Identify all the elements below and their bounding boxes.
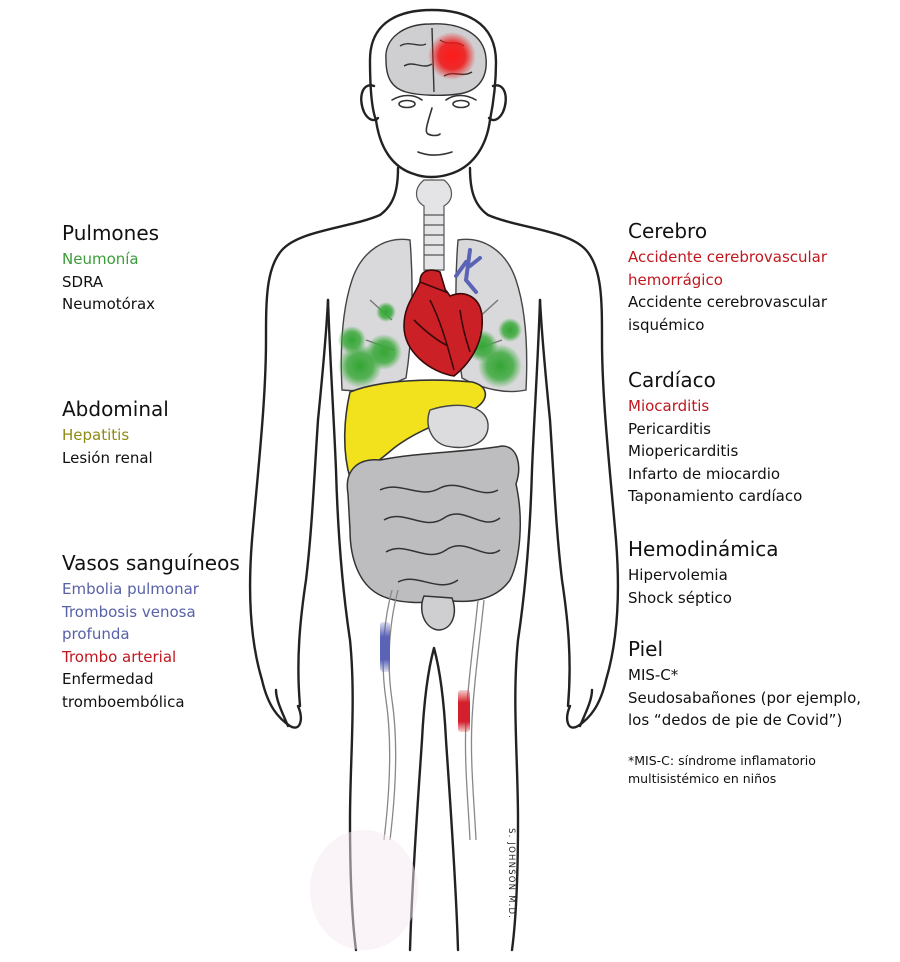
stomach (427, 404, 489, 449)
trachea (415, 179, 453, 271)
list-piel: MIS-C* Seudosabañones (por ejemplo, los “d… (628, 664, 861, 732)
heading-vasos: Vasos sanguíneos (62, 551, 240, 575)
condition-item: MIS-C* (628, 666, 679, 684)
condition-item: Accidente cerebrovascular (628, 248, 828, 266)
condition-item: Hepatitis (62, 426, 130, 444)
condition-item: Enfermedad (62, 670, 154, 688)
pulmonary-vessel (454, 248, 482, 294)
condition-item: Embolia pulmonar (62, 580, 199, 598)
intestines (346, 445, 521, 631)
deep-vein-thrombosis-mark (380, 622, 390, 672)
heading-abdominal: Abdominal (62, 397, 169, 421)
heart (403, 269, 484, 377)
condition-item: SDRA (62, 272, 104, 291)
condition-item: Neumonía (62, 250, 139, 268)
heading-pulmones: Pulmones (62, 221, 160, 245)
condition-item: los “dedos de pie de Covid”) (628, 711, 843, 729)
condition-item: Pericarditis (628, 419, 711, 438)
heading-cardiaco: Cardíaco (628, 368, 716, 392)
condition-item: Trombo arterial (62, 647, 177, 666)
artist-signature: S. JOHNSON M.D. (506, 828, 516, 920)
condition-item: tromboembólica (62, 692, 185, 711)
condition-item: Shock séptico (628, 588, 732, 607)
section-piel: Piel MIS-C* Seudosabañones (por ejemplo, l… (628, 636, 861, 732)
condition-item: Infarto de miocardio (628, 464, 781, 483)
heading-hemodinamica: Hemodinámica (628, 537, 779, 561)
arterial-thrombus-mark (458, 690, 470, 732)
leg-vessels (382, 589, 485, 841)
footnote-line-1: *MIS-C: síndrome inflamatorio (628, 753, 816, 768)
heading-piel: Piel (628, 637, 664, 661)
footnote: *MIS-C: síndrome inflamatorio multisisté… (628, 752, 816, 788)
condition-item: hemorrágico (628, 270, 723, 289)
condition-item: isquémico (628, 315, 705, 334)
condition-item: Hipervolemia (628, 566, 728, 584)
section-cerebro: Cerebro Accidente cerebrovascular hemorrá… (628, 218, 827, 336)
condition-item: Trombosis venosa (62, 602, 196, 621)
condition-item: Neumotórax (62, 295, 156, 313)
feet-glow (310, 830, 418, 950)
footnote-line-2: multisistémico en niños (628, 771, 777, 786)
condition-item: Miocarditis (628, 397, 710, 415)
condition-item: Lesión renal (62, 448, 153, 467)
heading-cerebro: Cerebro (628, 219, 708, 243)
face-features (391, 94, 477, 156)
condition-item: Seudosabañones (por ejemplo, (628, 688, 862, 707)
condition-item: Taponamiento cardíaco (628, 487, 803, 505)
brain-hemorrhage (428, 32, 476, 80)
condition-item: Miopericarditis (628, 442, 739, 460)
condition-item: Accidente cerebrovascular (628, 293, 828, 311)
condition-item: profunda (62, 625, 130, 643)
